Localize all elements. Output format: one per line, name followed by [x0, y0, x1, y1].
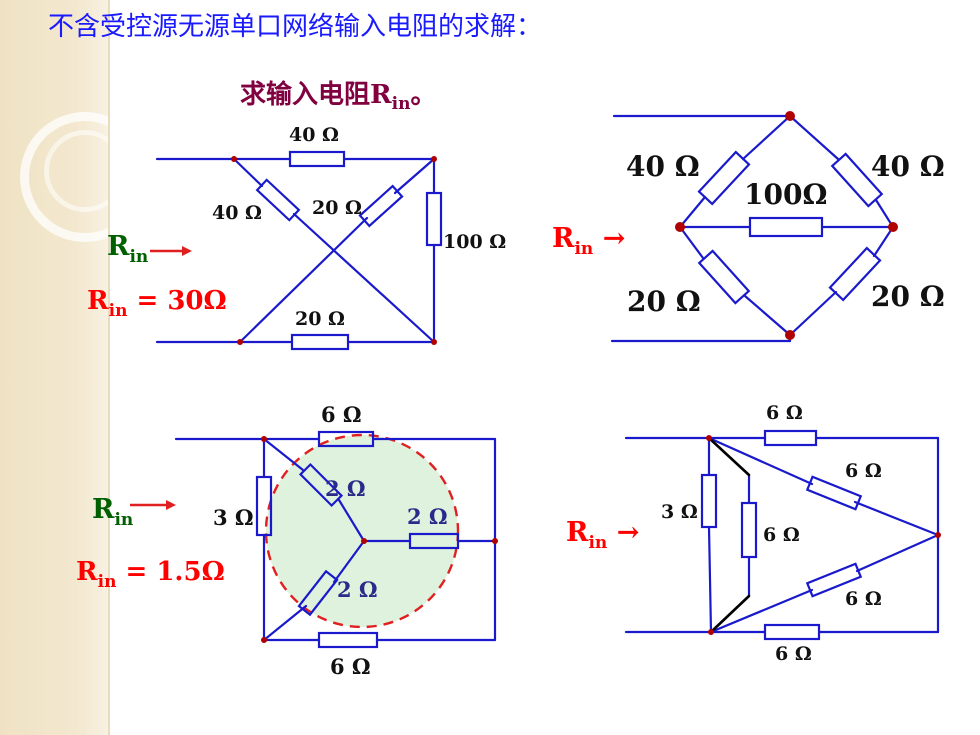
decorative-sidebar — [0, 0, 150, 735]
resistor-br-diag-bottom — [805, 562, 863, 598]
subtitle-sub: in — [391, 94, 411, 114]
result-tl-eq: = 30Ω — [136, 286, 227, 316]
label-tl-top: 40 Ω — [289, 124, 339, 146]
resistor-br-bottom — [763, 623, 821, 641]
label-tr-ll: 20 Ω — [627, 285, 701, 318]
rin-arrow: → — [602, 223, 626, 254]
sidebar-divider — [108, 0, 110, 735]
decorative-ring — [20, 112, 150, 242]
circuit-nodes — [231, 111, 941, 643]
resistor-tl-top — [288, 150, 346, 168]
label-br-diag-top: 6 Ω — [845, 460, 882, 482]
circuit-br-black-wires — [707, 436, 751, 634]
rin-arrows — [130, 246, 192, 510]
resistor-tr-ul — [697, 150, 751, 206]
circuit-br-wires — [624, 436, 940, 634]
decorative-ring-inner — [44, 130, 126, 212]
subtitle-text: 求输入电阻R — [240, 80, 392, 110]
resistor-br-left — [700, 473, 718, 529]
subtitle-suffix: 。 — [410, 80, 437, 110]
rin-label-bl: Rin — [92, 494, 133, 530]
circuit-br-resistors — [700, 429, 863, 641]
label-bl-top: 6 Ω — [321, 402, 362, 427]
rin-sub: in — [114, 510, 134, 530]
rin-label-tl: Rin — [107, 231, 148, 267]
label-br-diag-bottom: 6 Ω — [845, 588, 882, 610]
label-bl-star1: 2 Ω — [325, 476, 366, 501]
result-bl-eq: = 1.5Ω — [125, 557, 225, 587]
circuit-tl-resistors — [255, 150, 443, 351]
result-tl-sub: in — [108, 301, 128, 321]
label-br-bottom: 6 Ω — [775, 643, 812, 665]
circuit-tr-wires — [610, 114, 895, 343]
label-tr-mid: 100Ω — [744, 178, 828, 211]
rin-sub: in — [588, 533, 608, 553]
result-bl-main: R — [76, 557, 98, 587]
resistor-bl-left — [255, 475, 273, 537]
label-bl-star3: 2 Ω — [337, 577, 378, 602]
label-tr-lr: 20 Ω — [871, 280, 945, 313]
label-br-top: 6 Ω — [766, 402, 803, 424]
resistor-bl-star-right — [408, 532, 460, 550]
resistor-tr-ll — [697, 249, 751, 305]
resistor-tr-lr — [828, 246, 882, 302]
circuit-tl-wires — [155, 157, 436, 344]
label-tl-diag-right: 20 Ω — [312, 197, 362, 219]
resistor-tl-right — [425, 191, 443, 247]
label-tr-ur: 40 Ω — [871, 150, 945, 183]
rin-main: R — [107, 231, 130, 262]
subtitle: 求输入电阻Rin。 — [240, 74, 436, 114]
rin-arrow: → — [616, 517, 640, 548]
label-br-left: 3 Ω — [661, 501, 698, 523]
result-bl-sub: in — [97, 572, 117, 592]
resistor-br-top — [763, 429, 818, 447]
resistor-br-diag-top — [805, 475, 863, 511]
rin-arrow-tl-head — [182, 246, 192, 256]
label-tl-diag-left: 40 Ω — [212, 202, 262, 224]
label-br-mid: 6 Ω — [763, 524, 800, 546]
circuit-bl-highlight-circle — [264, 433, 460, 629]
circuit-tr-resistors — [697, 150, 884, 305]
resistor-bl-star-lower — [297, 569, 339, 617]
rin-sub: in — [129, 247, 149, 267]
rin-arrow-bl-head — [166, 500, 176, 510]
resistor-bl-bottom — [317, 631, 379, 649]
rin-main: R — [566, 517, 589, 548]
resistor-br-mid — [740, 501, 758, 559]
circuit-bl-resistors — [255, 430, 460, 649]
rin-main: R — [552, 223, 575, 254]
result-tl: Rin = 30Ω — [87, 286, 227, 321]
label-bl-star2: 2 Ω — [407, 504, 448, 529]
resistor-bl-star-upper — [298, 462, 344, 508]
label-tl-right: 100 Ω — [443, 231, 507, 253]
label-bl-bottom: 6 Ω — [330, 654, 371, 679]
result-bl: Rin = 1.5Ω — [76, 557, 225, 592]
page-title: 不含受控源无源单口网络输入电阻的求解： — [48, 12, 543, 42]
label-bl-left: 3 Ω — [213, 505, 254, 530]
rin-label-tr: Rin → — [552, 223, 625, 259]
result-tl-main: R — [87, 286, 109, 316]
resistor-tl-diag-left — [255, 178, 301, 222]
rin-main: R — [92, 494, 115, 525]
resistor-tl-bottom — [290, 333, 350, 351]
label-tr-ul: 40 Ω — [626, 150, 700, 183]
label-tl-bottom: 20 Ω — [295, 308, 345, 330]
rin-label-br: Rin → — [566, 517, 639, 553]
resistor-bl-top — [317, 430, 375, 448]
resistor-tl-diag-right — [358, 184, 404, 228]
rin-sub: in — [574, 239, 594, 259]
resistor-tr-ur — [830, 152, 884, 208]
resistor-tr-mid — [748, 216, 824, 238]
